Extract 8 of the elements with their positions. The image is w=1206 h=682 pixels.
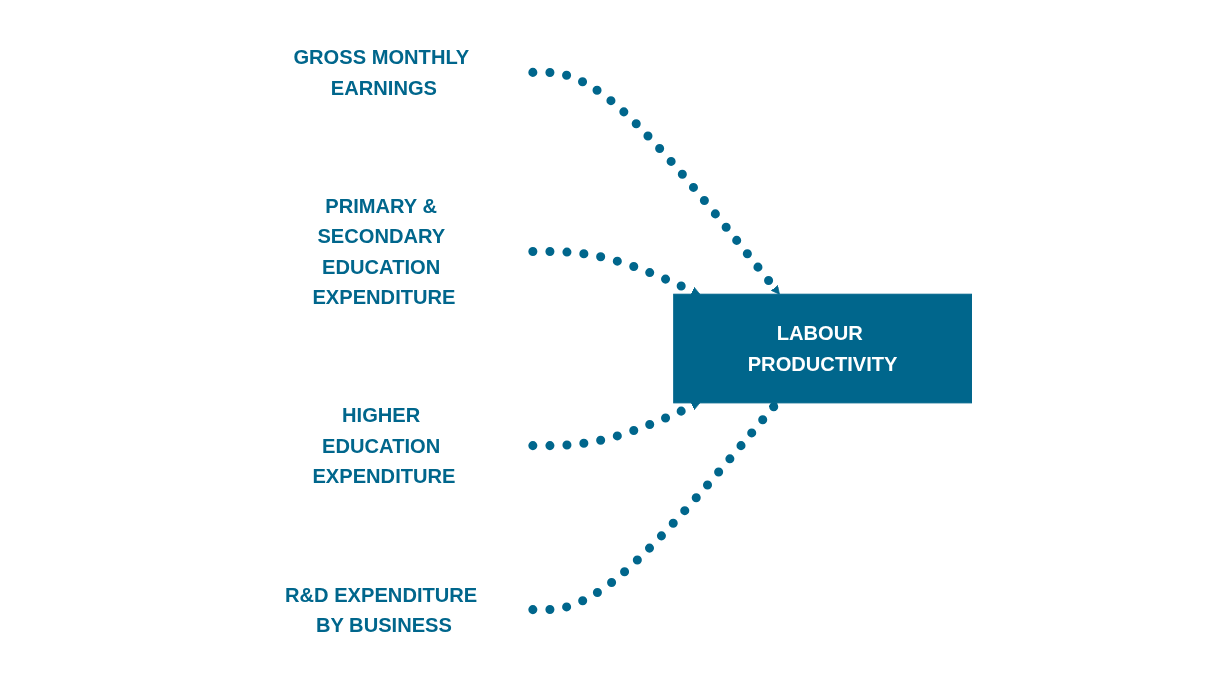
node-text: HIGHER EDUCATION EXPENDITURE: [312, 404, 456, 487]
node-text: GROSS MONTHLY EARNINGS: [293, 46, 469, 99]
diagram: GROSS MONTHLY EARNINGS PRIMARY & SECONDARY EDUCATION EXPENDITURE LABOUR PRODUCTIVITY HIGHER EDUCATION EXPENDITURE R&D EXPENDITURE BY BUSINESS: [226, 10, 980, 672]
node-text: PRIMARY & SECONDARY EDUCATION EXPENDITURE: [312, 195, 456, 308]
arrow: [528, 67, 782, 296]
node-box: [672, 293, 972, 404]
node-text: R&D EXPENDITURE BY BUSINESS: [284, 583, 478, 636]
arrow: [528, 401, 779, 615]
